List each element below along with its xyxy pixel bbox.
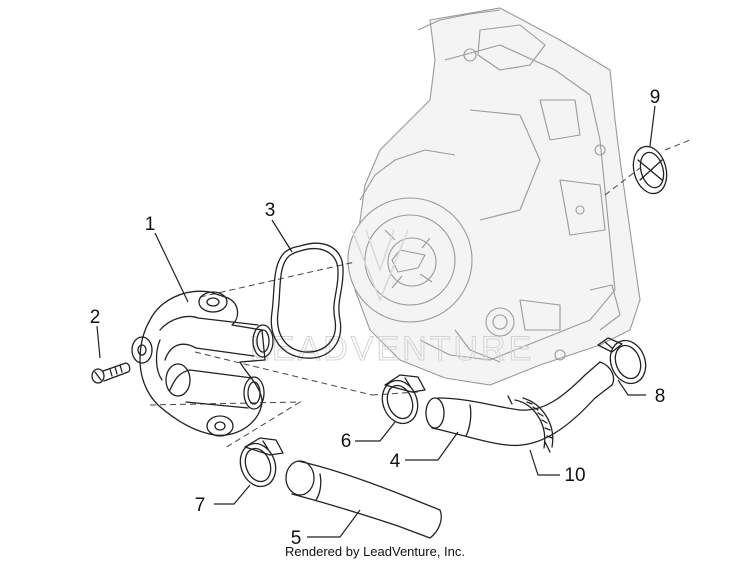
callout-2: 2 [90,307,101,328]
callout-labels: 1 2 3 4 5 6 7 8 9 10 [90,87,666,549]
hose-clamp-6 [381,374,426,425]
callout-5: 5 [291,528,302,549]
callout-7: 7 [195,495,206,516]
hose-clamp-10 [507,395,554,453]
callout-6: 6 [341,431,352,452]
leader-lines [96,105,656,538]
callout-8: 8 [655,386,666,407]
callout-4: 4 [390,451,401,472]
callout-3: 3 [265,200,276,221]
watermark-text: LEADVENTURE [250,330,534,368]
coolant-hose-5 [285,460,442,539]
o-ring-gasket [270,242,344,359]
oil-seal-9 [632,145,668,195]
hose-clamp-8 [597,337,647,385]
callout-10: 10 [564,465,585,486]
callout-1: 1 [145,214,156,235]
watermark: LEADVENTURE [250,229,534,369]
screw [91,362,131,384]
water-pump-cover [131,290,274,437]
hose-clamp-7 [239,437,284,488]
callout-9: 9 [650,87,661,108]
engine-case-cover [347,7,641,386]
render-credit: Rendered by LeadVenture, Inc. [285,544,465,559]
coolant-hose-4 [425,361,615,447]
